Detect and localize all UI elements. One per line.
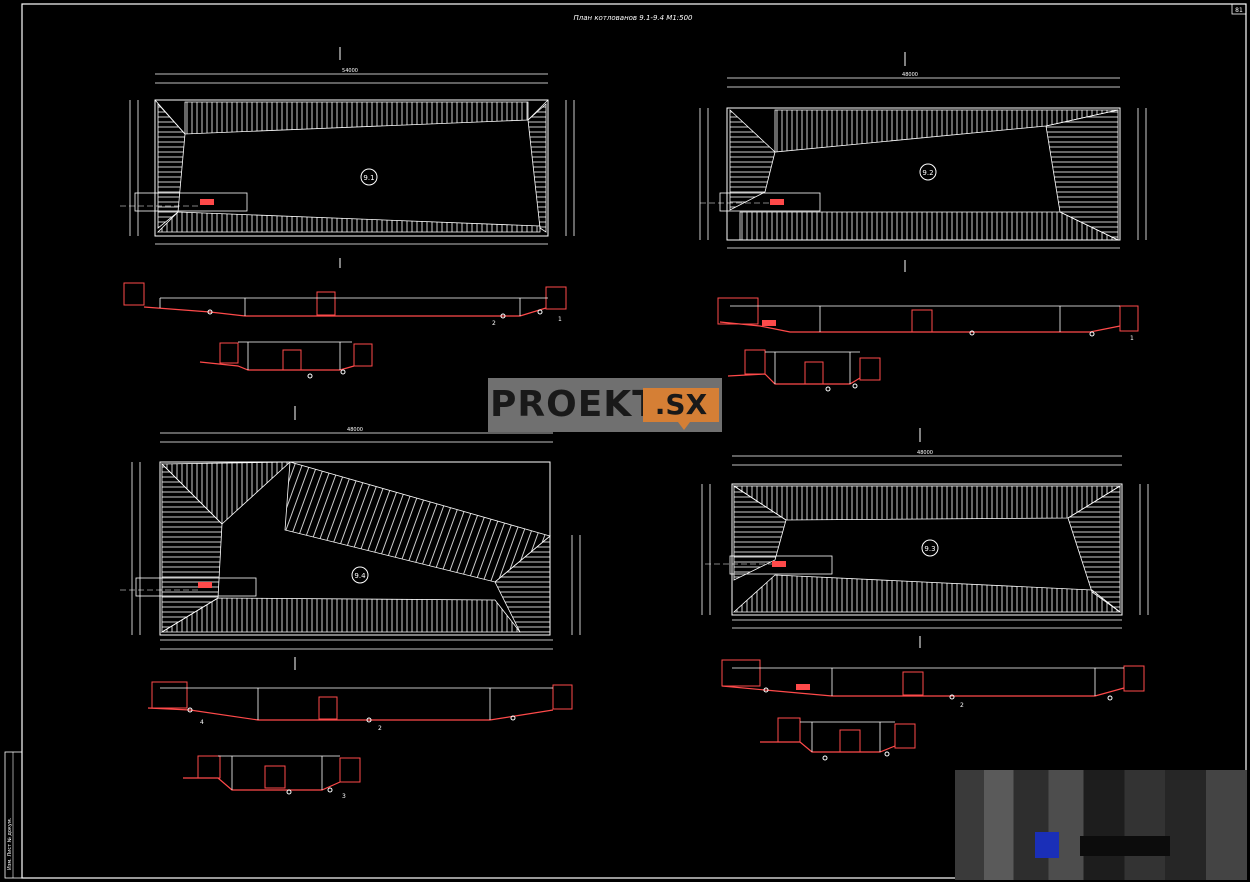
profile-9-4: 4 2 xyxy=(147,681,573,732)
profile-9-1-mark-2: 2 xyxy=(492,320,496,327)
plan-9-2-dim: 48000 xyxy=(902,72,918,78)
sheet-title: План котлованов 9.1-9.4 М1:500 xyxy=(573,14,693,22)
watermark: PROEKT .SX xyxy=(488,378,722,432)
page-number-box xyxy=(1231,3,1247,15)
profile-9-2: 1 xyxy=(717,297,1139,342)
profile-9-4-mark-2: 2 xyxy=(378,725,382,732)
side-stamp xyxy=(4,751,23,879)
plan-9-4-label: 9.4 xyxy=(354,572,366,580)
plan-9-2-label: 9.2 xyxy=(922,169,933,177)
section-9-3 xyxy=(760,717,916,761)
plan-9-1-label: 9.1 xyxy=(363,174,374,182)
side-stamp-text: Изм. Лист № докум. xyxy=(7,817,13,870)
section-9-4-mark-3: 3 xyxy=(342,793,346,800)
plan-9-2: 9.2 48000 xyxy=(699,52,1147,272)
sheet-frame xyxy=(21,3,1247,879)
section-9-2 xyxy=(727,349,881,392)
profile-9-3-mark-2: 2 xyxy=(960,702,964,709)
blurred-title-block xyxy=(955,770,1247,880)
plan-9-4-dim: 48000 xyxy=(347,427,363,433)
profile-9-1: 1 2 xyxy=(123,282,567,327)
plan-9-3: 9.3 48000 xyxy=(701,428,1149,648)
profile-9-3: 2 xyxy=(721,659,1145,709)
watermark-badge: .SX xyxy=(643,388,719,422)
section-9-1 xyxy=(199,341,373,379)
plan-9-1: 9.1 54000 xyxy=(120,47,575,268)
page-number: 81 xyxy=(1235,7,1243,14)
plan-9-3-label: 9.3 xyxy=(924,545,935,553)
profile-9-4-mark-4: 4 xyxy=(200,719,204,726)
watermark-tail xyxy=(678,422,690,430)
profile-9-1-mark-1: 1 xyxy=(558,316,562,323)
section-9-4: 3 xyxy=(183,755,361,800)
plan-9-4: 9.4 48000 xyxy=(120,406,581,670)
plan-9-1-dim: 54000 xyxy=(342,68,358,74)
plan-9-3-dim: 48000 xyxy=(917,450,933,456)
profile-9-2-mark-1: 1 xyxy=(1130,335,1134,342)
watermark-text: PROEKT xyxy=(490,384,658,425)
